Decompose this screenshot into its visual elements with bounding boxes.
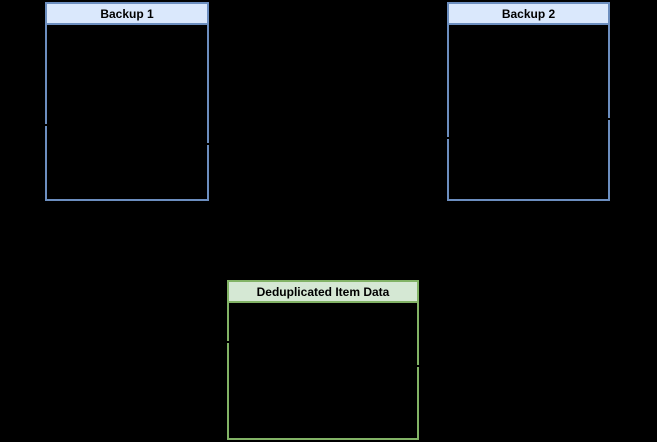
connector-endpoint-mark <box>413 365 421 367</box>
connector-endpoint-mark <box>42 124 50 126</box>
backup-2-header: Backup 2 <box>449 4 608 25</box>
connector-endpoint-mark <box>444 137 452 139</box>
deduplicated-item-data-header: Deduplicated Item Data <box>229 282 417 303</box>
backup-1-box: Backup 1 <box>45 2 209 201</box>
backup-2-box: Backup 2 <box>447 2 610 201</box>
connector-endpoint-mark <box>604 118 612 120</box>
deduplicated-item-data-title: Deduplicated Item Data <box>256 284 390 299</box>
backup-2-title: Backup 2 <box>501 6 556 21</box>
deduplicated-item-data-box: Deduplicated Item Data <box>227 280 419 440</box>
connector-endpoint-mark <box>203 143 211 145</box>
backup-1-header: Backup 1 <box>47 4 207 25</box>
connector-endpoint-mark <box>224 341 232 343</box>
backup-1-title: Backup 1 <box>100 6 154 21</box>
